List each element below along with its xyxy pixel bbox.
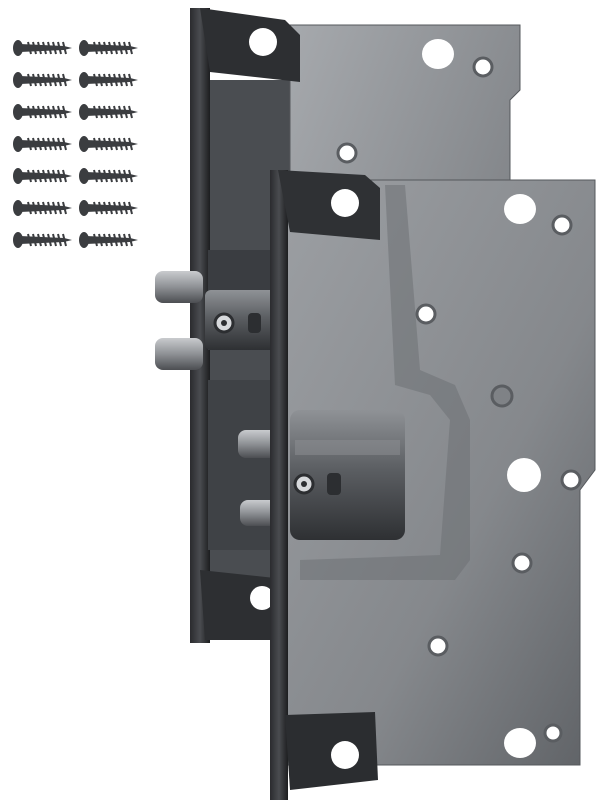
screw xyxy=(79,40,138,56)
screw xyxy=(79,200,138,216)
screw xyxy=(79,232,138,248)
screw xyxy=(79,104,138,120)
mounting-screws xyxy=(13,40,138,248)
screw xyxy=(13,72,72,88)
screw xyxy=(13,168,72,184)
mounting-hole xyxy=(249,28,277,56)
screw xyxy=(13,104,72,120)
screw xyxy=(13,40,72,56)
lower-bolt xyxy=(155,338,203,370)
screw xyxy=(13,232,72,248)
screw xyxy=(79,72,138,88)
screw xyxy=(13,200,72,216)
front-lock-body xyxy=(270,170,596,800)
mounting-hole xyxy=(250,586,274,610)
upper-bolt xyxy=(155,271,203,303)
screw xyxy=(13,136,72,152)
screw xyxy=(79,136,138,152)
screw xyxy=(79,168,138,184)
